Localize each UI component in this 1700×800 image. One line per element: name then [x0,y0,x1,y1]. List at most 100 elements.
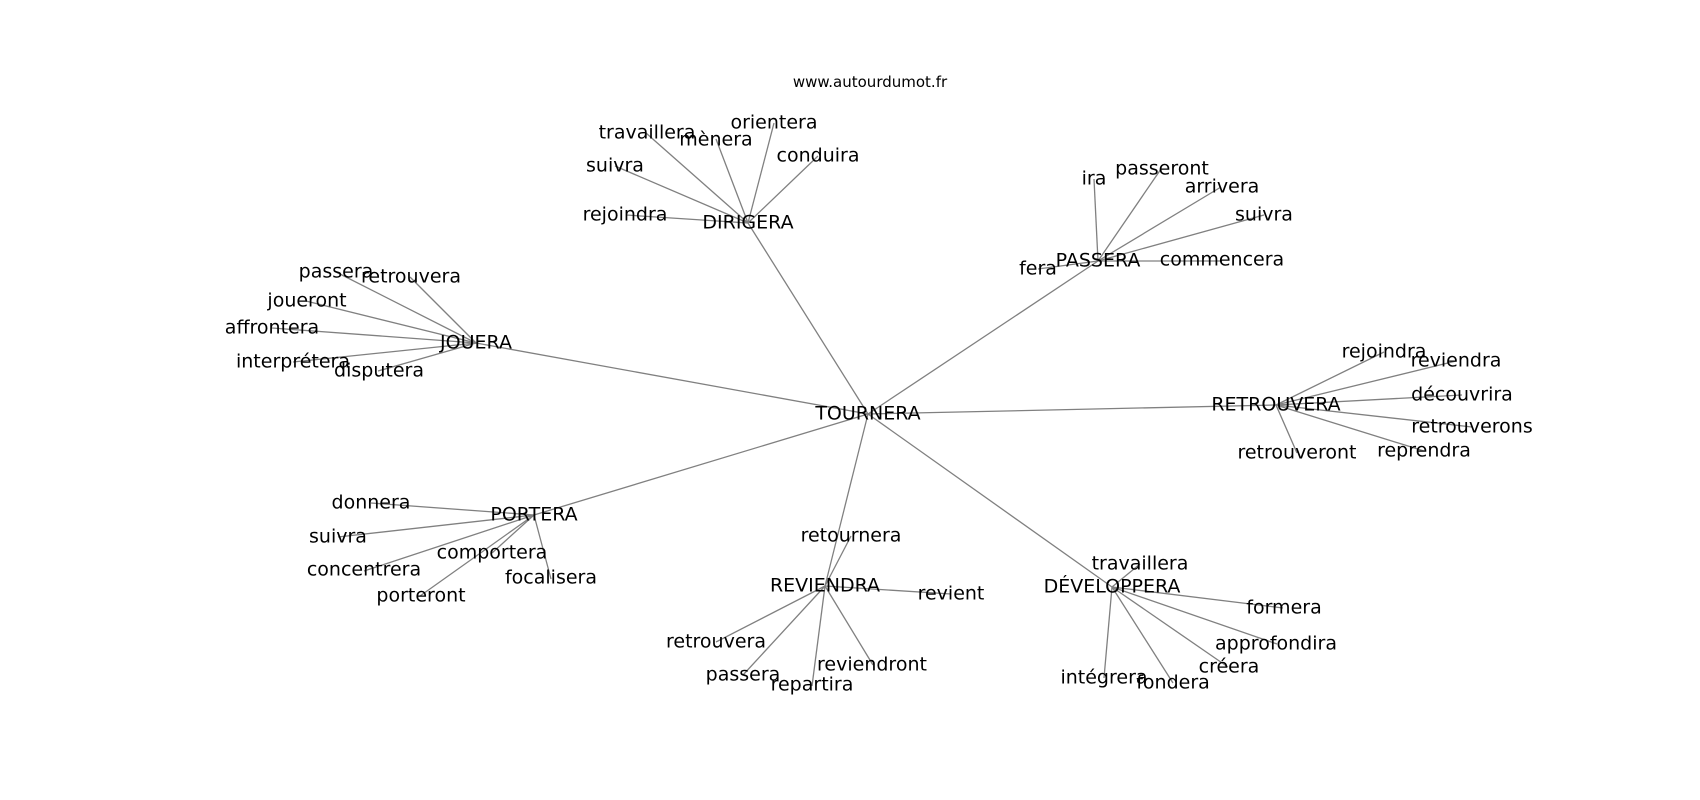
edge-passera-leaf [1037,260,1099,270]
leaf-node-label: passera [299,261,374,283]
edge-reviendra-leaf [824,535,852,587]
edge-retrouvera-leaf [1275,404,1425,452]
edge-dirigera-leaf [747,122,775,224]
leaf-node-label: donnera [332,492,411,514]
edge-dirigera-leaf [614,165,749,224]
edge-developpera-leaf [1111,586,1284,609]
edge-developpera-leaf [1103,586,1113,679]
edge-retrouvera-leaf [1275,360,1457,406]
edge-center-retrouvera [867,404,1277,415]
leaf-node-label: retrouvera [666,631,766,653]
edge-portera-leaf [533,514,552,580]
edge-passera-leaf [1093,178,1099,262]
leaf-node-label: fera [1019,258,1057,280]
leaf-node-label: retournera [801,525,902,547]
leaf-node-label: commencera [1160,249,1284,271]
edge-jouera-leaf [271,327,477,344]
edge-dirigera-leaf [645,132,749,224]
leaf-node-label: intégrera [1060,667,1147,689]
edge-jouera-leaf [335,271,477,344]
leaf-node-label: mènera [679,129,752,151]
leaf-node-label: revient [918,583,985,605]
leaf-node-label: concentrera [307,559,421,581]
edge-portera-leaf [337,514,535,538]
edge-retrouvera-leaf [1275,351,1385,406]
edge-center-passera [867,260,1099,415]
leaf-node-label: focalisera [505,567,597,589]
source-label: www.autourdumot.fr [793,73,948,91]
edge-portera-leaf [363,514,535,572]
leaf-node-label: approfondira [1215,633,1337,655]
edge-portera-leaf [491,514,535,554]
edge-jouera-leaf [292,342,477,363]
edge-developpera-leaf [1111,563,1141,588]
leaf-node-label: conduira [777,145,860,167]
edges [271,122,1473,687]
edge-portera-leaf [370,502,535,516]
leaf-node-label: passeront [1115,158,1209,180]
hub-node-label-portera: PORTERA [490,504,577,526]
edge-developpera-leaf [1111,586,1174,684]
edge-reviendra-leaf [824,585,874,666]
edge-dirigera-leaf [625,214,749,224]
leaf-node-label: reviendra [1411,350,1502,372]
leaf-node-label: retrouveront [1237,442,1356,464]
leaf-node-label: arrivera [1185,176,1260,198]
edge-jouera-leaf [305,300,477,344]
leaf-node-label: passera [706,664,781,686]
leaf-node-label: ira [1082,168,1107,190]
leaf-node-label: rejoindra [583,204,668,226]
edge-retrouvera-leaf [1275,404,1298,454]
leaf-node-label: travaillera [599,122,696,144]
leaf-node-label: reviendront [817,654,927,676]
edge-jouera-leaf [409,276,477,344]
leaf-node-label: reprendra [1377,440,1471,462]
edge-passera-leaf [1097,214,1265,262]
leaf-node-label: formera [1246,597,1321,619]
leaf-node-label: interprétera [236,351,350,373]
edge-center-dirigera [747,222,869,415]
edge-passera-leaf [1097,186,1222,262]
edge-retrouvera-leaf [1275,394,1463,406]
edge-passera-leaf [1097,168,1162,262]
leaf-node-label: joueront [266,290,346,312]
leaf-node-label: suivra [586,155,644,177]
edge-center-reviendra [824,413,869,587]
edge-jouera-leaf [377,342,477,372]
hub-node-label-developpera: DÉVELOPPERA [1044,575,1181,598]
edge-center-jouera [475,342,869,415]
leaf-node-label: porteront [376,585,465,607]
edge-reviendra-leaf [715,585,826,643]
leaf-node-label: rejoindra [1342,341,1427,363]
node-labels: TOURNERA DIRIGERAtravailleramèneraorient… [225,112,1533,696]
edge-dirigera-leaf [715,138,749,224]
leaf-node-label: repartira [771,674,854,696]
edge-reviendra-leaf [742,585,826,676]
edge-developpera-leaf [1111,586,1278,645]
center-node-label: TOURNERA [814,403,920,425]
edge-center-developpera [867,413,1113,588]
leaf-node-label: orientera [730,112,817,134]
leaf-node-label: disputera [334,360,424,382]
edge-portera-leaf [419,514,535,597]
leaf-node-label: retrouverons [1411,416,1533,438]
leaf-node-label: travaillera [1092,553,1189,575]
hub-node-label-dirigera: DIRIGERA [702,212,793,234]
edge-center-portera [533,413,869,516]
hub-node-label-reviendra: REVIENDRA [770,575,880,597]
edge-reviendra-leaf [824,585,952,595]
edge-retrouvera-leaf [1275,404,1473,428]
leaf-node-label: découvrira [1411,384,1513,406]
edge-dirigera-leaf [747,155,819,224]
leaf-node-label: fondera [1136,672,1210,694]
hub-node-label-retrouvera: RETROUVERA [1211,394,1340,416]
leaf-node-label: suivra [1235,204,1293,226]
hub-node-label-passera: PASSERA [1056,250,1141,272]
hub-node-label-jouera: JOUERA [439,332,512,354]
edge-developpera-leaf [1111,586,1229,668]
edge-reviendra-leaf [811,585,826,687]
leaf-node-label: retrouvera [361,266,461,288]
leaf-node-label: créera [1199,656,1260,678]
leaf-node-label: affrontera [225,317,319,339]
